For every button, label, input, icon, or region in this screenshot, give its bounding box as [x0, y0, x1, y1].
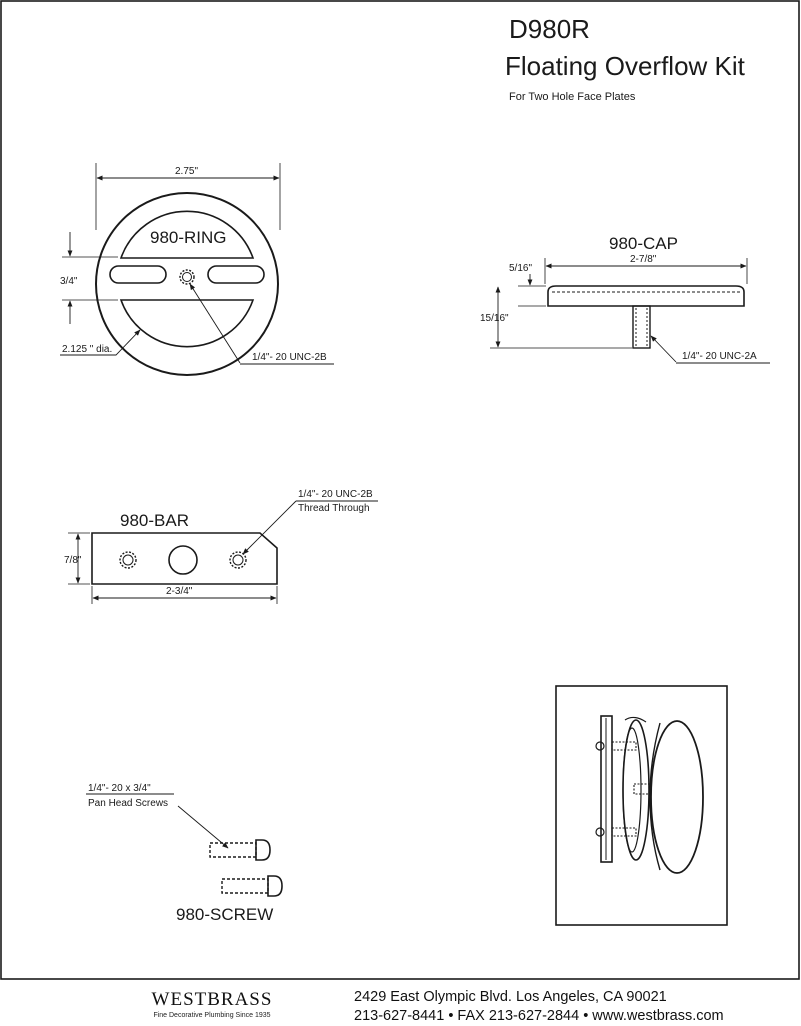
- ring-thread-leader: [189, 283, 241, 364]
- westbrass-logo: WESTBRASS Fine Decorative Plumbing Since…: [132, 989, 292, 1020]
- assembly-view-box: [555, 685, 728, 926]
- ring-part-name: 980-RING: [150, 228, 227, 247]
- ring-diameter-label: 2.125 " dia.: [62, 344, 112, 355]
- kit-subtitle: For Two Hole Face Plates: [509, 91, 636, 103]
- kit-title: Floating Overflow Kit: [505, 51, 746, 81]
- bar-drawing: [91, 532, 278, 585]
- footer-contact-block: 2429 East Olympic Blvd. Los Angeles, CA …: [354, 988, 724, 1026]
- footer-address: 2429 East Olympic Blvd. Los Angeles, CA …: [354, 989, 667, 1005]
- screw-drawing-2: [221, 875, 283, 897]
- cap-thread-label: 1/4"- 20 UNC-2A: [682, 351, 757, 362]
- screw-leader: [177, 805, 229, 849]
- ring-width-label: 2.75": [175, 166, 198, 177]
- brand-tagline: Fine Decorative Plumbing Since 1935: [153, 1012, 271, 1019]
- ring-drawing: [95, 192, 279, 376]
- cap-height-label: 15/16": [480, 313, 509, 324]
- bar-thread-label: 1/4"- 20 UNC-2B: [298, 489, 373, 500]
- bar-part-name: 980-BAR: [120, 511, 189, 530]
- bar-thread-leader: [242, 500, 297, 555]
- screw-desc-label: Pan Head Screws: [88, 798, 168, 809]
- footer-phone-web: 213-627-8441 • FAX 213-627-2844 • www.we…: [354, 1008, 724, 1024]
- screw-size-label: 1/4"- 20 x 3/4": [88, 783, 151, 794]
- screw-drawing-1: [209, 839, 271, 861]
- ring-thread-label: 1/4"- 20 UNC-2B: [252, 352, 327, 363]
- cap-thread-leader: [650, 335, 677, 363]
- assembly-drawing: [595, 715, 704, 874]
- screw-part-name: 980-SCREW: [176, 905, 273, 924]
- cap-drawing: [547, 285, 745, 349]
- cap-width-label: 2-7/8": [630, 254, 657, 265]
- cap-thickness-label: 5/16": [509, 263, 532, 274]
- brand-name: WESTBRASS: [151, 989, 273, 1010]
- model-number: D980R: [509, 14, 590, 44]
- bar-height-label: 7/8": [64, 555, 82, 566]
- sheet-border: [0, 0, 800, 980]
- cap-part-name: 980-CAP: [609, 234, 678, 253]
- ring-slot-label: 3/4": [60, 276, 78, 287]
- ring-diameter-leader: [60, 329, 141, 356]
- bar-width-label: 2-3/4": [166, 586, 193, 597]
- bar-thread-note: Thread Through: [298, 503, 370, 514]
